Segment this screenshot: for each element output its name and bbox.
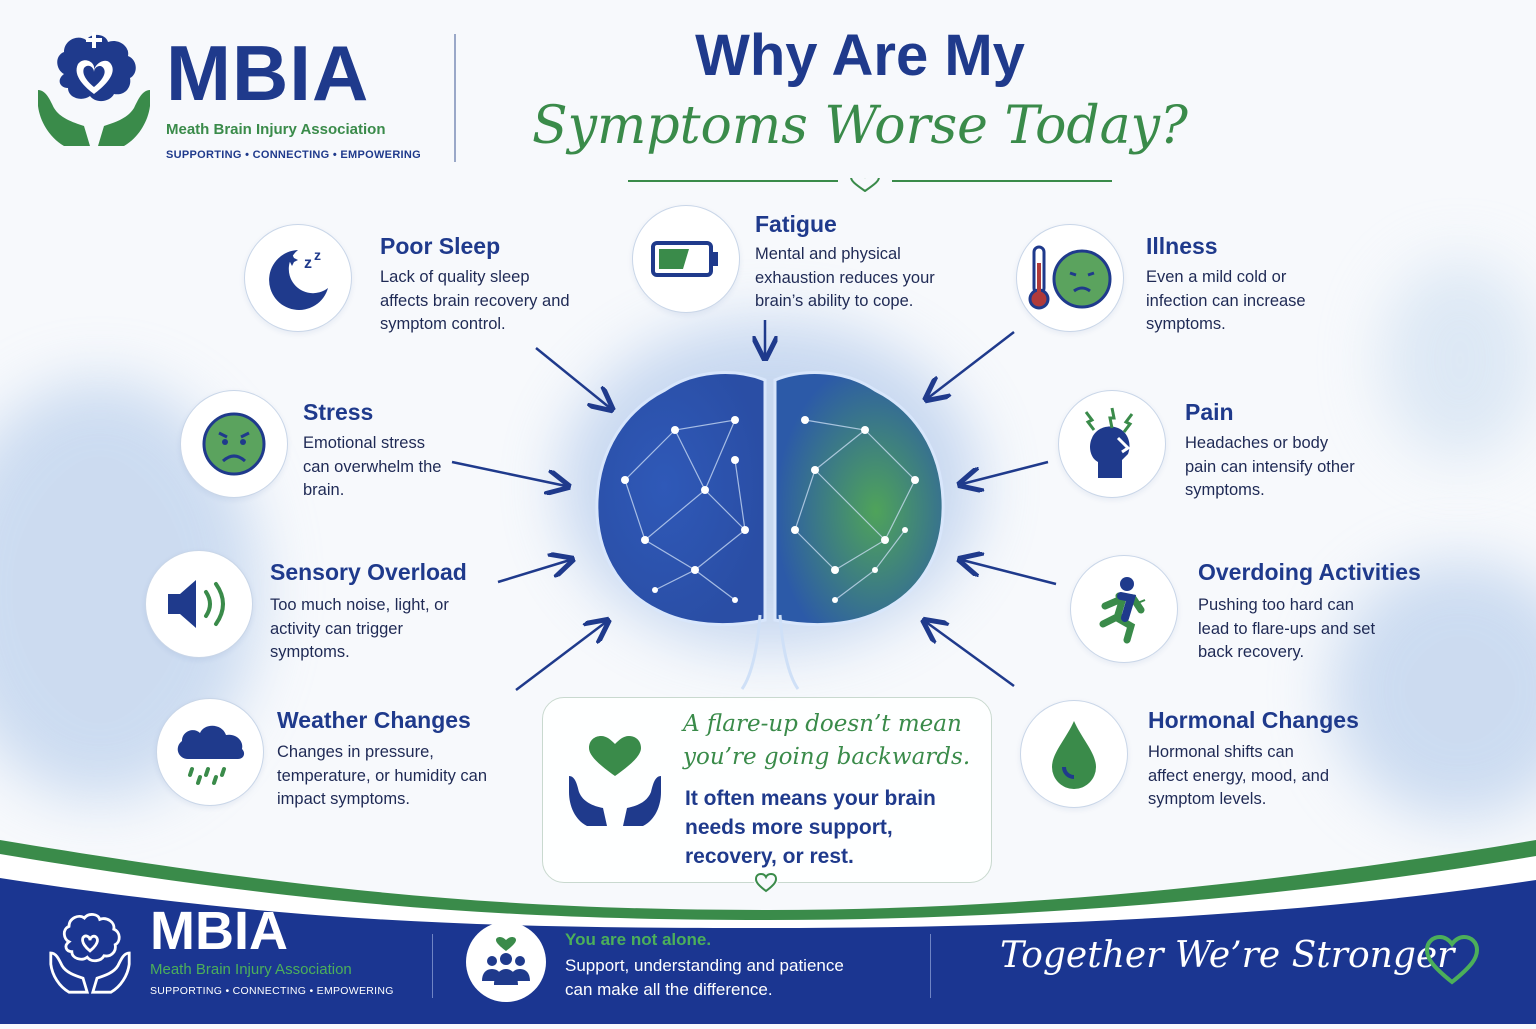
poor-sleep-title: Poor Sleep bbox=[380, 233, 501, 259]
sensory-overload-text: Too much noise, light, or activity can t… bbox=[270, 596, 449, 661]
flare-up-body-line3: recovery, or rest. bbox=[685, 845, 854, 868]
footer-divider bbox=[432, 934, 433, 998]
slogan: Together We’re Stronger bbox=[1000, 935, 1455, 976]
footer-logo-subtitle: Meath Brain Injury Association bbox=[150, 961, 352, 978]
not-alone-heading: You are not alone. bbox=[565, 930, 712, 949]
box-heart-icon bbox=[754, 872, 778, 894]
flare-up-message-box: A flare-up doesn’t mean you’re going bac… bbox=[542, 697, 992, 883]
thermometer-sick-face-icon bbox=[1028, 245, 1112, 310]
weather-changes-icon-circle bbox=[156, 698, 264, 806]
fatigue-text: Mental and physical exhaustion reduces y… bbox=[755, 245, 935, 310]
pain-icon-circle bbox=[1058, 390, 1166, 498]
logo-tagline: SUPPORTING • CONNECTING • EMPOWERING bbox=[166, 149, 422, 161]
logo-subtitle: Meath Brain Injury Association bbox=[166, 121, 386, 138]
header-divider bbox=[454, 34, 456, 162]
svg-text:z: z bbox=[314, 247, 321, 263]
sensory-overload-title: Sensory Overload bbox=[270, 559, 467, 585]
illness-text: Even a mild cold or infection can increa… bbox=[1146, 268, 1306, 333]
not-alone-line1: Support, understanding and patience bbox=[565, 956, 844, 975]
weather-changes-title: Weather Changes bbox=[277, 707, 471, 733]
svg-text:z: z bbox=[304, 255, 312, 272]
flare-up-script-line1: A flare-up doesn’t mean bbox=[683, 711, 962, 737]
flare-up-body-line2: needs more support, bbox=[685, 816, 893, 839]
flare-up-script-line2: you’re going backwards. bbox=[683, 744, 971, 770]
speaker-icon bbox=[168, 580, 225, 628]
running-person-icon bbox=[1099, 577, 1146, 644]
footer-divider bbox=[930, 934, 931, 998]
fatigue-icon-circle bbox=[632, 205, 740, 313]
rain-cloud-icon bbox=[177, 725, 245, 785]
hormonal-changes-icon-circle bbox=[1020, 700, 1128, 808]
watercolor-blob bbox=[1380, 260, 1536, 460]
fatigue-title: Fatigue bbox=[755, 211, 837, 237]
overdoing-activities-text: Pushing too hard can lead to flare-ups a… bbox=[1198, 596, 1376, 661]
footer-logo-tagline: SUPPORTING • CONNECTING • EMPOWERING bbox=[150, 985, 394, 997]
slogan-heart-icon bbox=[1424, 934, 1480, 986]
overdoing-activities-title: Overdoing Activities bbox=[1198, 559, 1421, 585]
page-title: Why Are My bbox=[695, 23, 1025, 88]
logo-wordmark: MBIA bbox=[166, 29, 370, 117]
stress-title: Stress bbox=[303, 399, 374, 425]
not-alone-text: Support, understanding and patience can … bbox=[565, 954, 844, 1002]
drop-icon bbox=[1052, 721, 1096, 789]
not-alone-line2: can make all the difference. bbox=[565, 980, 773, 999]
hormonal-changes-title: Hormonal Changes bbox=[1148, 707, 1359, 733]
sensory-overload-icon-circle bbox=[145, 550, 253, 658]
footer-wave bbox=[0, 820, 1536, 1024]
footer-logo-icon bbox=[48, 908, 132, 998]
poor-sleep-text: Lack of quality sleep affects brain reco… bbox=[380, 268, 570, 333]
pain-title: Pain bbox=[1185, 399, 1234, 425]
illness-title: Illness bbox=[1146, 233, 1218, 259]
stress-icon-circle bbox=[180, 390, 288, 498]
worried-face-icon bbox=[202, 412, 266, 476]
stress-text: Emotional stress can overwhelm the brain… bbox=[303, 434, 442, 499]
overdoing-activities-icon-circle bbox=[1070, 555, 1178, 663]
logo-brain-hands-icon bbox=[34, 26, 154, 154]
page-subtitle: Symptoms Worse Today? bbox=[532, 96, 1188, 156]
community-icon bbox=[466, 922, 546, 1002]
watercolor-blob bbox=[1330, 560, 1536, 820]
low-battery-icon bbox=[651, 241, 718, 277]
heart-hands-icon bbox=[565, 736, 665, 832]
weather-changes-text: Changes in pressure, temperature, or hum… bbox=[277, 743, 488, 808]
illness-icon-circle bbox=[1016, 224, 1124, 332]
brain-network-illustration bbox=[585, 360, 955, 690]
footer-logo-wordmark: MBIA bbox=[150, 901, 288, 961]
hormonal-changes-text: Hormonal shifts can affect energy, mood,… bbox=[1148, 743, 1330, 808]
headache-icon bbox=[1084, 407, 1134, 478]
flare-up-body-line1: It often means your brain bbox=[685, 787, 936, 810]
title-underline bbox=[628, 170, 1112, 193]
flare-up-body: It often means your brain needs more sup… bbox=[685, 784, 936, 871]
pain-text: Headaches or body pain can intensify oth… bbox=[1185, 434, 1355, 499]
